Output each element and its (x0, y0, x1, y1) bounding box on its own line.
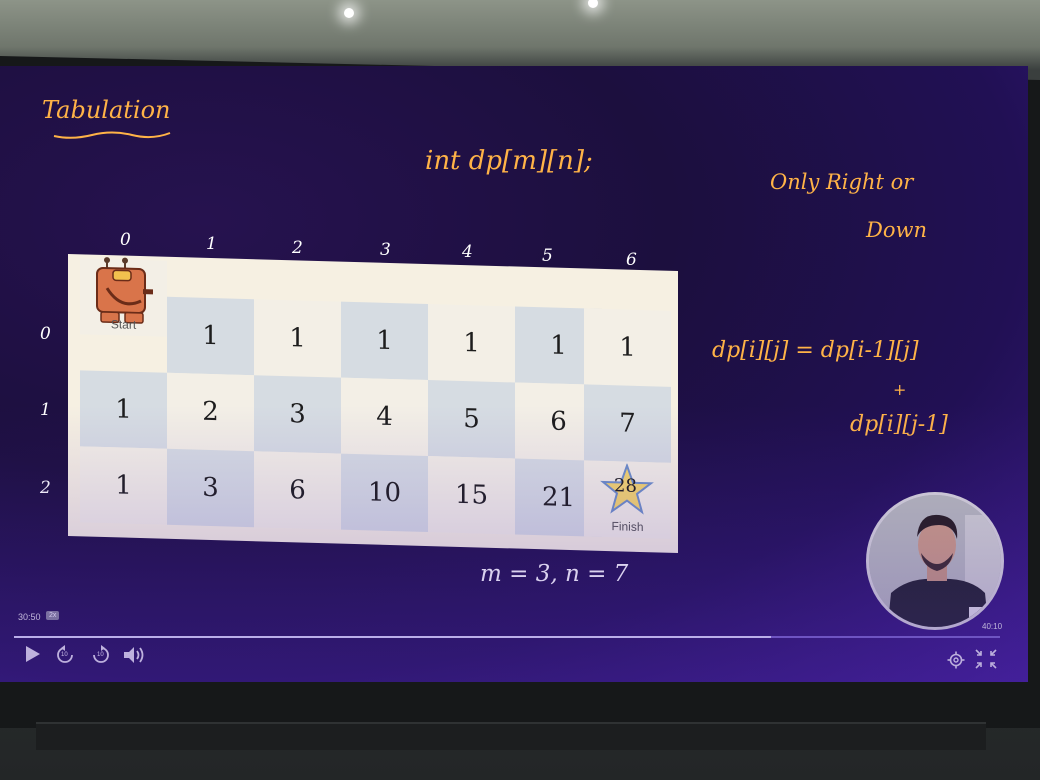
skip-forward-seconds: 10 (97, 652, 104, 658)
grid-cell: 4 (341, 377, 428, 457)
finish-label: Finish (611, 519, 644, 535)
settings-button[interactable] (946, 650, 966, 670)
grid-dimensions: m = 3, n = 7 (480, 561, 629, 587)
column-index: 6 (626, 250, 637, 270)
grid-cell: 1 (584, 308, 671, 387)
dp-grid: Start 1 1 1 1 1 1 1 2 3 4 5 6 7 1 3 6 10… (68, 254, 678, 554)
rewind-icon (57, 645, 73, 663)
grid-cell: 6 (254, 451, 341, 530)
row-index: 2 (40, 478, 51, 498)
grid-cell: 5 (428, 380, 515, 459)
row-index: 0 (40, 324, 51, 344)
progress-bar[interactable] (14, 636, 1000, 638)
grid-cell: 10 (341, 453, 428, 533)
column-index: 5 (542, 246, 553, 266)
start-cell: Start (80, 257, 167, 337)
grid-cell: 1 (80, 370, 167, 449)
slide-title: Tabulation (42, 96, 171, 124)
grid-cell: 3 (167, 448, 254, 528)
grid-cell: 1 (428, 304, 515, 383)
finish-value: 28 (614, 475, 637, 497)
ceiling-light (344, 8, 354, 18)
recurrence-plus: + (893, 380, 907, 399)
start-label: Start (110, 317, 137, 332)
exit-fullscreen-icon (975, 649, 997, 669)
progress-fill (14, 636, 772, 638)
video-player[interactable]: Tabulation int dp[m][n]; Only Right or D… (0, 66, 1028, 682)
grid-cell: 1 (341, 301, 428, 381)
ceiling-light (588, 0, 598, 8)
fast-forward-icon (93, 645, 109, 663)
finish-cell: 28 Finish (584, 460, 671, 539)
current-time: 30:50 (18, 612, 41, 622)
column-index: 2 (292, 238, 303, 258)
total-duration: 40:10 (982, 622, 1003, 631)
row-index: 1 (40, 400, 51, 420)
grid-cell: 3 (254, 375, 341, 454)
gear-icon (947, 651, 965, 669)
column-index: 1 (206, 234, 217, 254)
grid-cell: 1 (167, 296, 254, 376)
laptop-hinge (36, 722, 986, 750)
presenter-webcam (866, 492, 1004, 630)
column-index: 4 (462, 242, 473, 262)
grid-cell: 7 (584, 384, 671, 463)
volume-button[interactable] (122, 644, 146, 666)
skip-back-button[interactable]: 10 (54, 644, 76, 666)
recurrence-formula-term: dp[i][j-1] (850, 412, 948, 437)
title-underline (53, 131, 171, 139)
play-icon (26, 646, 40, 662)
grid-cell: 1 (80, 446, 167, 525)
star-icon (600, 462, 654, 515)
grid-cell: 2 (167, 372, 254, 452)
presenter-avatar (869, 495, 1001, 627)
dp-declaration: int dp[m][n]; (425, 146, 593, 176)
play-button[interactable] (22, 644, 42, 664)
recurrence-formula: dp[i][j] = dp[i-1][j] (712, 338, 919, 363)
column-index: 0 (120, 230, 131, 250)
skip-back-seconds: 10 (61, 652, 68, 658)
grid-cell: 1 (254, 299, 341, 378)
skip-forward-button[interactable]: 10 (90, 644, 112, 666)
movement-note: Only Right or (770, 170, 914, 194)
column-index: 3 (380, 240, 391, 260)
playback-speed-badge[interactable]: 2x (46, 611, 60, 620)
grid-cell: 15 (428, 456, 515, 535)
movement-note-continued: Down (866, 218, 927, 242)
volume-icon (124, 647, 144, 663)
robot-icon (95, 257, 153, 324)
exit-fullscreen-button[interactable] (974, 648, 998, 670)
